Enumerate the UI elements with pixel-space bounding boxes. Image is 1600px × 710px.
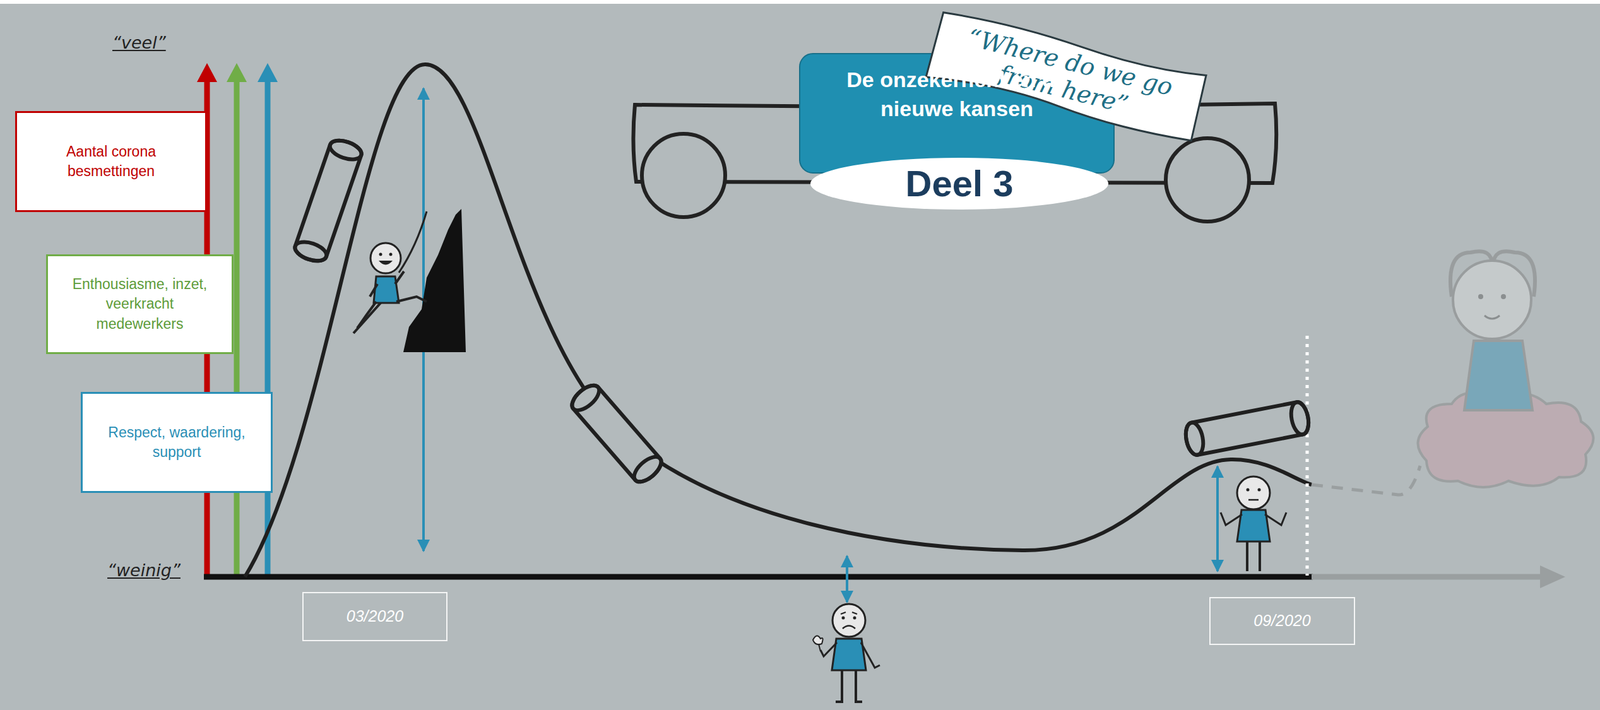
axis-red [196, 63, 218, 83]
climber-figure [373, 276, 399, 303]
meditating-figure [1417, 251, 1594, 488]
node-text: Respect, waardering, support [95, 422, 259, 463]
date-box: 09/2020 [1209, 597, 1356, 646]
legend-box: Enthousiasme, inzet, veerkracht medewerk… [46, 254, 234, 355]
sad-person [835, 700, 844, 704]
top-strip [0, 0, 1600, 4]
scroll-icon [1288, 400, 1311, 437]
scroll-icon [1183, 420, 1206, 457]
sad-person [820, 642, 837, 657]
scroll-icon [1183, 400, 1311, 457]
climber-figure [389, 253, 393, 257]
climber-figure [403, 208, 466, 353]
meditating-figure [1500, 294, 1506, 300]
shrug-person [1257, 488, 1262, 492]
axis-blue [265, 78, 271, 577]
legend-box: Aantal corona besmettingen [15, 111, 208, 213]
time-axis [1311, 574, 1544, 581]
shrug-person [1245, 541, 1249, 572]
shrug-person [1258, 541, 1262, 572]
meditating-figure [1464, 340, 1533, 411]
scroll-icon [292, 136, 365, 265]
climber-figure [378, 260, 393, 266]
sad-person [812, 604, 880, 702]
scroll-icon [292, 136, 365, 265]
shrug-person [1246, 488, 1250, 492]
climber-figure [369, 284, 378, 297]
time-axis [203, 574, 1313, 581]
banner-shape [925, 8, 1208, 144]
today-marker [1305, 335, 1310, 576]
node-text: Deel 3 [905, 165, 1014, 202]
sad-person [832, 604, 866, 637]
climber-figure [370, 242, 401, 274]
axis-label: “veel” [112, 32, 166, 53]
node-text: Aantal corona besmettingen [42, 142, 180, 182]
shrug-person [1220, 512, 1243, 526]
shrug-person [1237, 476, 1270, 510]
ellipse-shape [810, 157, 1109, 210]
sad-person [812, 635, 824, 645]
axis-label: “weinig” [107, 560, 181, 581]
node-text: 03/2020 [346, 605, 404, 628]
level-arrow [845, 556, 849, 603]
date-box: 03/2020 [302, 592, 448, 642]
sad-person [854, 670, 858, 702]
scroll-icon [292, 238, 330, 266]
future-dashed-line [1311, 465, 1421, 495]
climber-figure [357, 301, 377, 329]
sad-person [840, 612, 858, 615]
scroll-icon [568, 381, 666, 487]
trend-curve [244, 64, 1312, 577]
time-axis [203, 565, 1566, 589]
climber-figure [398, 211, 427, 273]
shrug-person [1264, 512, 1287, 526]
part-ellipse: Deel 3 [808, 155, 1111, 212]
climber-figure [396, 296, 427, 302]
climber-figure [353, 208, 466, 353]
shrug-person [1220, 476, 1287, 572]
node-text: 09/2020 [1253, 610, 1311, 632]
sad-person [853, 616, 857, 620]
car-outline [1165, 138, 1250, 222]
axis-green [226, 63, 247, 83]
axis-green [234, 78, 240, 577]
meditating-figure [1484, 315, 1500, 319]
node-text: De onzekerheid én de nieuwe kansen [844, 65, 1070, 124]
sad-person [840, 670, 844, 702]
scroll-icon [568, 381, 604, 416]
axis-blue [257, 63, 278, 83]
axis-blue [257, 63, 278, 577]
shrug-person [1248, 499, 1259, 502]
meditating-figure [1478, 294, 1484, 300]
sad-person [860, 642, 880, 668]
legend-box: Respect, waardering, support [80, 391, 273, 493]
climber-figure [395, 271, 404, 285]
scroll-icon [629, 452, 666, 487]
scroll-icon [1183, 400, 1311, 457]
car-outline [641, 133, 726, 218]
climber-figure [379, 253, 383, 257]
sad-person [842, 626, 856, 630]
title-box: De onzekerheid én de nieuwe kansen [799, 53, 1115, 174]
node-text: Enthousiasme, inzet, veerkracht medewerk… [60, 274, 220, 334]
sad-person [841, 616, 846, 620]
level-arrow [1216, 466, 1219, 572]
scroll-icon [568, 381, 666, 487]
scroll-icon [327, 136, 365, 164]
sad-person [854, 700, 863, 704]
meditating-figure [1452, 260, 1532, 339]
time-axis [1540, 565, 1566, 589]
